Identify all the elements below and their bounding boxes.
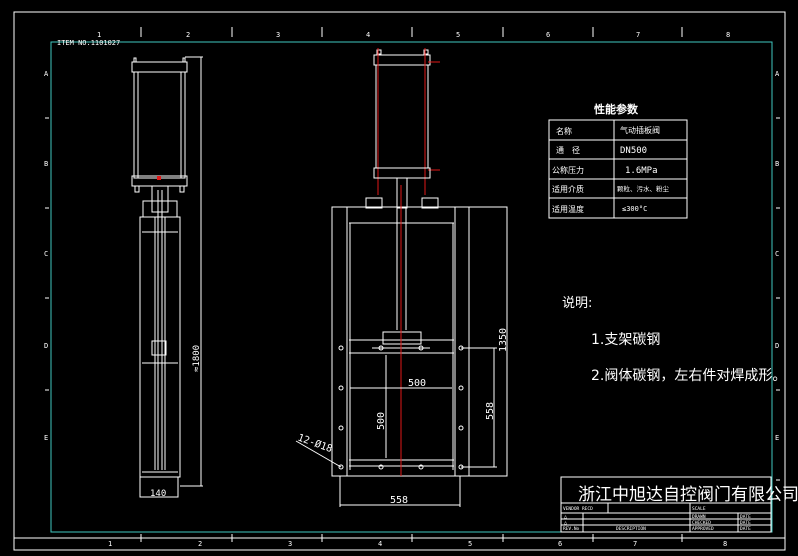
col-label: 5 [468, 540, 472, 548]
bottom-ruler: 1 2 3 4 5 6 7 8 [14, 534, 785, 548]
svg-text:1.6MPa: 1.6MPa [625, 166, 658, 176]
svg-text:适用介质: 适用介质 [552, 184, 584, 194]
front-view: 500 500 558 1350 558 12-Ø18 [295, 48, 509, 507]
svg-text:REV.No: REV.No [563, 526, 580, 532]
col-label: 1 [97, 31, 101, 39]
row-labels: A B C D E A B C D E [44, 70, 780, 481]
svg-text:名称: 名称 [556, 126, 572, 136]
col-label: 1 [108, 540, 112, 548]
width-dimension: 140 [150, 489, 166, 499]
svg-text:DRAWN: DRAWN [692, 514, 706, 520]
company-name: 浙江中旭达自控阀门有限公司 [578, 485, 798, 505]
svg-text:DATE: DATE [740, 526, 751, 532]
total-height-dimension: 1350 [498, 328, 509, 352]
col-label: 8 [726, 31, 730, 39]
col-label: 5 [456, 31, 460, 39]
svg-text:E: E [775, 434, 779, 442]
col-label: 3 [288, 540, 292, 548]
svg-text:△: △ [564, 520, 567, 526]
height-dimension: ≈1800 [192, 345, 202, 372]
col-label: 4 [378, 540, 382, 548]
svg-text:DATE: DATE [740, 520, 751, 526]
col-label: 8 [723, 540, 727, 548]
outer-border [13, 11, 786, 551]
svg-text:SCALE: SCALE [692, 506, 706, 512]
side-view: 140 ≈1800 [131, 56, 203, 499]
col-label: 6 [558, 540, 562, 548]
svg-text:D: D [44, 342, 48, 350]
col-label: 2 [186, 31, 190, 39]
top-ruler: 1 2 3 4 5 6 7 8 [97, 27, 730, 39]
svg-text:D: D [775, 342, 779, 350]
col-label: 4 [366, 31, 370, 39]
svg-text:1.支架碳钢: 1.支架碳钢 [591, 332, 660, 348]
svg-text:APPROVED: APPROVED [692, 526, 714, 532]
svg-text:≤300°C: ≤300°C [622, 205, 647, 213]
svg-text:DN500: DN500 [620, 146, 647, 156]
svg-text:B: B [775, 160, 779, 168]
svg-text:2.阀体碳钢，左右件对焊成形。: 2.阀体碳钢，左右件对焊成形。 [591, 368, 786, 384]
svg-text:CHECKED: CHECKED [692, 520, 711, 526]
svg-text:说明:: 说明: [562, 296, 592, 311]
svg-text:通 径: 通 径 [556, 145, 580, 155]
spec-table-title: 性能参数 [594, 102, 639, 116]
flange-height-dimension: 558 [485, 402, 496, 420]
svg-text:气动插板阀: 气动插板阀 [620, 125, 660, 135]
svg-text:△: △ [564, 514, 567, 520]
col-label: 3 [276, 31, 280, 39]
inner-border [50, 41, 773, 533]
svg-text:公称压力: 公称压力 [552, 165, 584, 175]
svg-text:VENDOR RECD: VENDOR RECD [563, 506, 593, 512]
svg-text:适用温度: 适用温度 [552, 204, 584, 214]
col-label: 6 [546, 31, 550, 39]
svg-text:C: C [44, 250, 48, 258]
spec-table: 性能参数 名称 气动插板阀 通 径 DN500 公称压力 1.6MPa 适用介质… [548, 102, 688, 219]
port-width-dimension: 500 [408, 378, 426, 389]
svg-text:A: A [775, 70, 780, 78]
notes: 说明: 1.支架碳钢 2.阀体碳钢，左右件对焊成形。 [562, 296, 786, 384]
item-number: ITEM NO.1101027 [57, 39, 120, 47]
svg-text:DESCRIPTION: DESCRIPTION [616, 526, 646, 532]
title-block: 浙江中旭达自控阀门有限公司 VENDOR RECD SCALE △ △ DRAW… [560, 476, 798, 533]
svg-text:DATE: DATE [740, 514, 751, 520]
svg-text:颗粒、污水、粉尘: 颗粒、污水、粉尘 [617, 184, 670, 193]
col-label: 2 [198, 540, 202, 548]
col-label: 7 [636, 31, 640, 39]
flange-width-dimension: 558 [390, 495, 408, 506]
svg-text:E: E [44, 434, 48, 442]
svg-text:C: C [775, 250, 779, 258]
col-label: 7 [633, 540, 637, 548]
port-height-dimension: 500 [376, 412, 387, 430]
svg-text:B: B [44, 160, 48, 168]
svg-text:A: A [44, 70, 49, 78]
